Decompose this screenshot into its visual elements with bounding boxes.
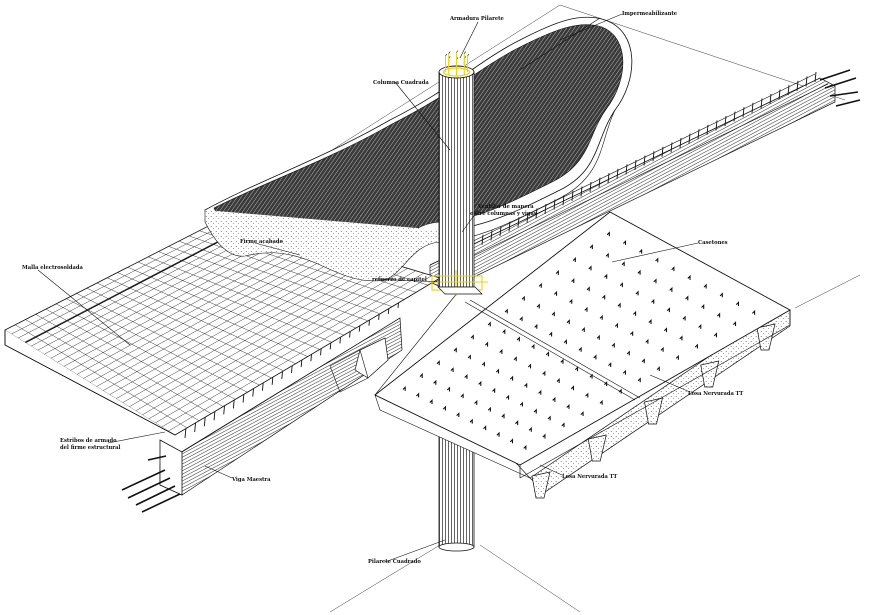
rebar-ends-right [819,69,861,107]
label-estribos-1: Estribos de armado [60,438,117,444]
label-viga-maestra: Viga Maestra [231,477,271,483]
finished-floor-layer [204,16,633,282]
label-ventilacion: Ventilar de manera [477,204,534,210]
label-casetones: Casetones [698,240,728,246]
label-refuerzo-capitel: refuerzo de capitel [372,277,427,283]
label-impermeabilizante: Impermeabilizante [622,11,678,17]
casetones-marks [402,231,756,450]
upper-right-beam [429,69,861,291]
label-pilar-cuadrado: Pilarete Cuadrado [368,559,421,565]
label-losa-tt-2: Losa Nervurada TT [562,474,617,480]
waffle-slab [374,211,791,499]
label-estribos-2: del firme estructural [60,445,120,451]
label-losa-tt-1: Losa Nervurada TT [688,391,743,397]
waffle-ribs [531,323,776,499]
label-columna-cuadrada: Columna Cuadrada [373,80,429,86]
callout-labels: Armadura Pilarete Impermeabilizante Colu… [22,11,743,565]
rebar-ends-left [121,455,181,513]
column-rebar-top [444,50,470,76]
leader-lines [37,13,699,563]
label-piso-acabado: Firme acabado [240,239,283,245]
label-ventilacion-2: entre columnas y vigas [470,211,537,217]
label-armadura-pilar: Armadura Pilarete [449,16,505,22]
beam-drop-detail [329,337,389,393]
upper-column [428,50,488,296]
label-malla-electrosoldada: Malla electrosoldada [22,265,83,271]
